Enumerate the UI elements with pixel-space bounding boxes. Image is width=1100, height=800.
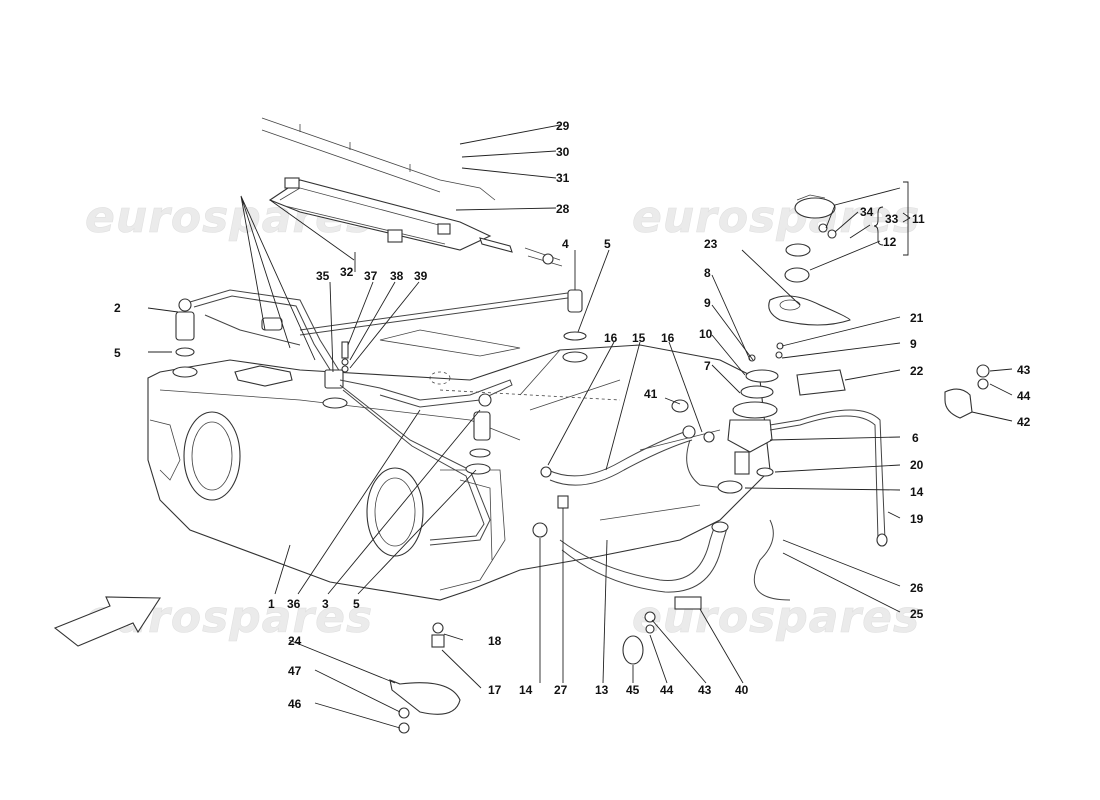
callout-3: 3 bbox=[322, 597, 329, 611]
callout-7: 7 bbox=[704, 359, 711, 373]
callout-42: 42 bbox=[1017, 415, 1031, 429]
callout-labels: 29 30 31 28 4 5 2 5 32 35 37 38 39 1 36 … bbox=[114, 119, 1031, 711]
callout-39: 39 bbox=[414, 269, 428, 283]
callout-43: 43 bbox=[698, 683, 712, 697]
callout-34: 34 bbox=[860, 205, 874, 219]
callout-24: 24 bbox=[288, 634, 302, 648]
loose-parts bbox=[389, 364, 990, 734]
filler-neck-assembly bbox=[717, 342, 888, 601]
callout-18: 18 bbox=[488, 634, 502, 648]
callout-22: 22 bbox=[910, 364, 924, 378]
callout-28: 28 bbox=[556, 202, 570, 216]
fuel-filter-center bbox=[465, 393, 492, 475]
callout-36: 36 bbox=[287, 597, 301, 611]
callout-12: 12 bbox=[883, 235, 897, 249]
callout-41: 41 bbox=[644, 387, 658, 401]
fuel-line-top bbox=[299, 289, 588, 363]
callout-8: 8 bbox=[704, 266, 711, 280]
callout-46: 46 bbox=[288, 697, 302, 711]
watermark-text: eurospares bbox=[632, 192, 920, 243]
fuel-pump-module-bracket bbox=[268, 177, 563, 267]
callout-30: 30 bbox=[556, 145, 570, 159]
leader-lines bbox=[147, 124, 1013, 729]
callout-13: 13 bbox=[595, 683, 609, 697]
callout-31: 31 bbox=[556, 171, 570, 185]
callout-37: 37 bbox=[364, 269, 378, 283]
callout-44: 44 bbox=[1017, 389, 1031, 403]
callout-38: 38 bbox=[390, 269, 404, 283]
callout-9: 9 bbox=[910, 337, 917, 351]
callout-15: 15 bbox=[632, 331, 646, 345]
callout-19: 19 bbox=[910, 512, 924, 526]
callout-5: 5 bbox=[604, 237, 611, 251]
callout-2: 2 bbox=[114, 301, 121, 315]
callout-43: 43 bbox=[1017, 363, 1031, 377]
callout-44: 44 bbox=[660, 683, 674, 697]
fuel-filter-left bbox=[172, 289, 341, 378]
callout-32: 32 bbox=[340, 265, 354, 279]
callout-5: 5 bbox=[114, 346, 121, 360]
callout-10: 10 bbox=[699, 327, 713, 341]
callout-40: 40 bbox=[735, 683, 749, 697]
filler-hoses bbox=[540, 425, 741, 593]
callout-21: 21 bbox=[910, 311, 924, 325]
callout-14: 14 bbox=[910, 485, 924, 499]
body-frame-rail bbox=[261, 117, 496, 201]
direction-arrow bbox=[53, 596, 161, 647]
callout-5: 5 bbox=[353, 597, 360, 611]
callout-11: 11 bbox=[912, 212, 925, 226]
callout-16: 16 bbox=[604, 331, 618, 345]
callout-17: 17 bbox=[488, 683, 502, 697]
callout-16: 16 bbox=[661, 331, 675, 345]
callout-20: 20 bbox=[910, 458, 924, 472]
callout-14: 14 bbox=[519, 683, 533, 697]
callout-27: 27 bbox=[554, 683, 568, 697]
callout-23: 23 bbox=[704, 237, 718, 251]
callout-33: 33 bbox=[885, 212, 899, 226]
level-sender-center bbox=[322, 341, 513, 546]
callout-35: 35 bbox=[316, 269, 330, 283]
callout-26: 26 bbox=[910, 581, 924, 595]
callout-29: 29 bbox=[556, 119, 570, 133]
callout-47: 47 bbox=[288, 664, 302, 678]
callout-9: 9 bbox=[704, 296, 711, 310]
callout-25: 25 bbox=[910, 607, 924, 621]
callout-4: 4 bbox=[562, 237, 569, 251]
filler-cap-assembly bbox=[768, 194, 851, 396]
callout-45: 45 bbox=[626, 683, 640, 697]
callout-1: 1 bbox=[268, 597, 275, 611]
callout-6: 6 bbox=[912, 431, 919, 445]
